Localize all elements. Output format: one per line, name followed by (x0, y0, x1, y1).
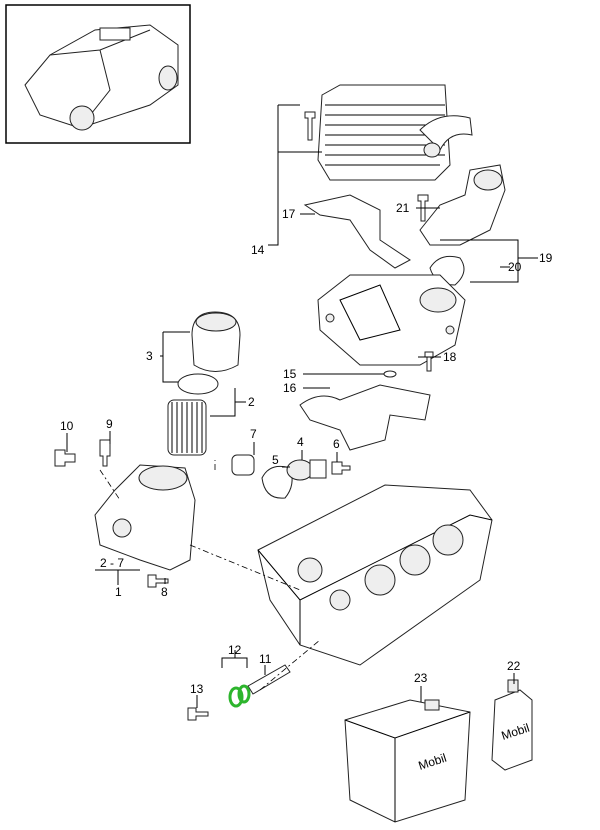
gasket-16 (299, 384, 431, 451)
oil-canister-23: Mobil (344, 699, 471, 823)
o-ring-2 (177, 373, 219, 395)
bolt-8 (147, 574, 169, 588)
engine-block (257, 484, 493, 666)
valve-11 (247, 664, 291, 695)
oil-module (317, 274, 466, 366)
oil-filter-housing (94, 464, 196, 571)
bolt (304, 111, 316, 141)
callout-9[interactable]: 9 (106, 417, 113, 431)
callout-6[interactable]: 6 (333, 437, 340, 451)
gasket-17 (303, 194, 411, 269)
callout-1[interactable]: 1 (115, 585, 122, 599)
oil-filter-element (167, 399, 207, 456)
vehicle-thumbnail (5, 4, 191, 144)
leader-lines (66, 104, 538, 708)
callout-16[interactable]: 16 (283, 381, 297, 395)
callout-20[interactable]: 20 (508, 260, 522, 274)
callout-18[interactable]: 18 (443, 350, 457, 364)
callout-21[interactable]: 21 (396, 201, 410, 215)
callout-15[interactable]: 15 (283, 367, 297, 381)
callout-5[interactable]: 5 (272, 453, 279, 467)
callout-17[interactable]: 17 (282, 207, 296, 221)
o-ring-15 (383, 370, 397, 378)
oil-cooler (317, 84, 473, 181)
sensor-10 (54, 449, 76, 467)
seal-12-highlighted (228, 684, 251, 708)
callout-19[interactable]: 19 (539, 251, 553, 265)
oil-filter-housing-upper (419, 164, 506, 246)
bolt-6 (331, 461, 351, 475)
callout-10[interactable]: 10 (60, 419, 74, 433)
bolt-13 (187, 707, 209, 721)
callout-12[interactable]: 12 (228, 643, 242, 657)
oil-filter-cap (191, 311, 241, 372)
callout-8[interactable]: 8 (161, 585, 168, 599)
callout-4[interactable]: 4 (297, 435, 304, 449)
seal-7 (231, 454, 255, 476)
callout-14[interactable]: 14 (251, 243, 265, 257)
callouts: 17 14 21 19 20 3 2 15 16 18 10 9 7 4 5 6… (60, 201, 553, 696)
sensor-9 (99, 439, 111, 467)
callout-2-7[interactable]: 2 - 7 (100, 556, 124, 570)
callout-13[interactable]: 13 (190, 682, 204, 696)
callout-22[interactable]: 22 (507, 659, 521, 673)
callout-2[interactable]: 2 (248, 395, 255, 409)
callout-7[interactable]: 7 (250, 427, 257, 441)
gasket-5 (261, 465, 293, 499)
oil-bottle-22: Mobil (491, 679, 533, 771)
callout-11[interactable]: 11 (259, 652, 272, 666)
thermostat-4 (286, 459, 327, 481)
callout-3[interactable]: 3 (146, 349, 153, 363)
callout-23[interactable]: 23 (414, 671, 428, 685)
